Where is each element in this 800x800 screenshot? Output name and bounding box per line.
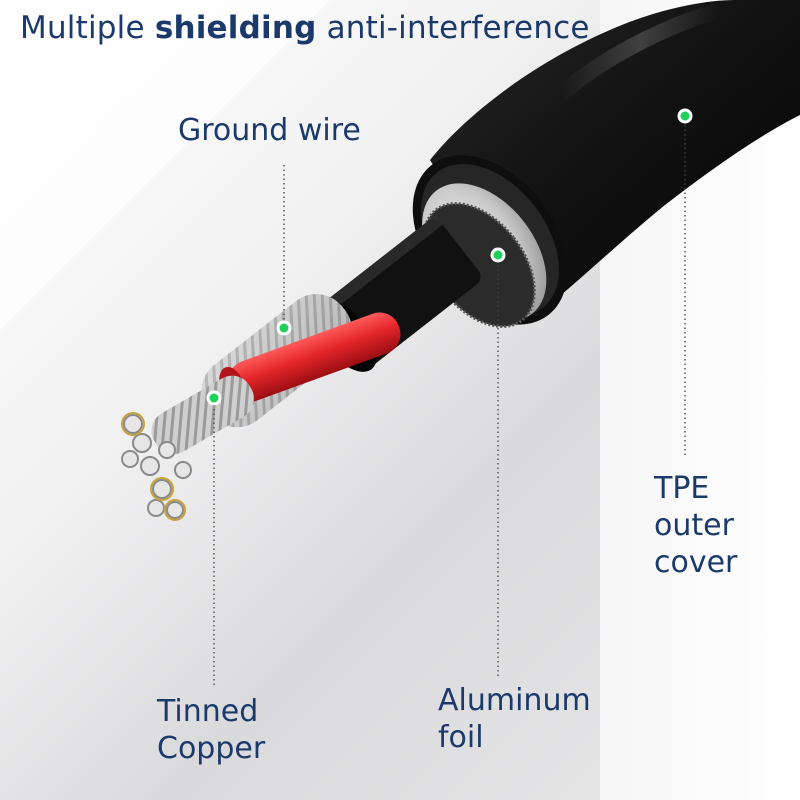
title-emphasis: shielding (154, 10, 317, 46)
ground-wire-label: Ground wire (178, 113, 361, 148)
tinned-copper-marker (206, 390, 222, 406)
tinned-copper-label-line2: Copper (157, 731, 266, 766)
tpe-cover-marker (677, 108, 693, 124)
tpe-outer-cover-label: TPE outer cover (654, 470, 737, 581)
aluminum-foil-label-line1: Aluminum (438, 683, 591, 718)
title-prefix: Multiple (20, 10, 145, 46)
ground-wire-marker (276, 320, 292, 336)
page-title: Multiple shielding anti-interference (20, 10, 590, 46)
tpe-label-line1: TPE (654, 471, 710, 506)
tinned-copper-label-line1: Tinned (157, 694, 259, 729)
aluminum-foil-label: Aluminum foil (438, 682, 591, 756)
title-suffix: anti-interference (326, 10, 590, 46)
tpe-label-line2: outer (654, 508, 734, 543)
tpe-label-line3: cover (654, 545, 738, 580)
tinned-copper-label: Tinned Copper (157, 693, 265, 767)
aluminum-foil-marker (490, 247, 506, 263)
aluminum-foil-label-line2: foil (438, 720, 484, 755)
